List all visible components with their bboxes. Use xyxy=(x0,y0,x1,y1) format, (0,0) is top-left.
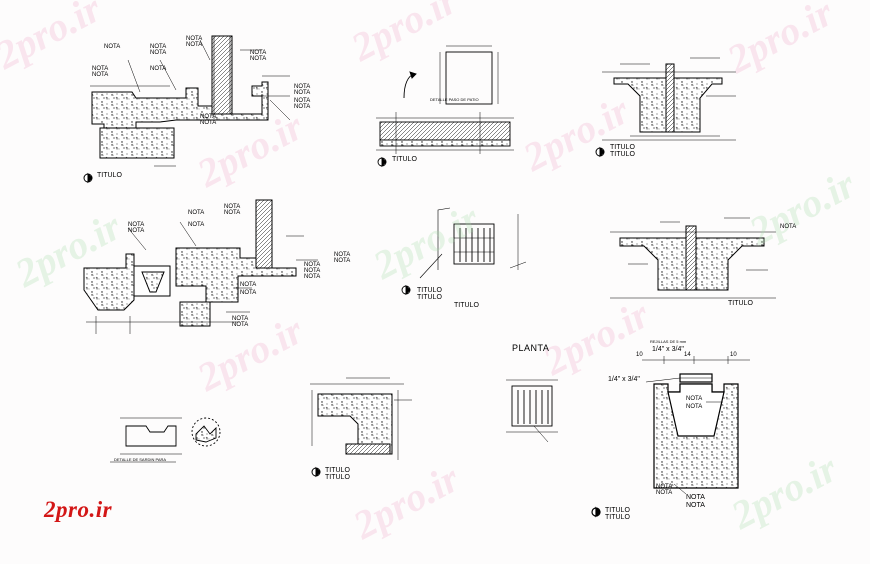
nota-label: NOTA xyxy=(150,66,167,72)
nota-label: NOTA xyxy=(150,50,167,56)
nota-label: NOTA xyxy=(686,396,703,402)
nota-label: NOTA xyxy=(240,282,257,288)
nota-label: NOTA xyxy=(188,222,205,228)
nota-label: NOTA xyxy=(686,502,705,509)
detail-2 xyxy=(376,45,514,168)
titulo-label: TITULO xyxy=(728,300,753,307)
titulo-label: TITULO xyxy=(610,144,635,151)
nota-label: NOTA xyxy=(334,252,351,258)
detail-6 xyxy=(610,217,776,299)
nota-label: NOTA xyxy=(304,268,321,274)
nota-label: NOTA xyxy=(294,84,311,90)
detail-caption: DETALLE DE SARDIN PARA xyxy=(114,457,167,462)
nota-label: NOTA xyxy=(780,224,797,230)
titulo-label: TITULO xyxy=(97,172,122,179)
detail-5 xyxy=(401,207,527,296)
dimension-label: 10 xyxy=(636,352,643,358)
titulo-label: TITULO xyxy=(417,294,442,301)
dimension-label: 10 xyxy=(730,352,737,358)
nota-label: NOTA xyxy=(240,290,257,296)
nota-label: NOTA xyxy=(304,274,321,280)
nota-label: NOTA xyxy=(186,42,203,48)
planta-title: PLANTA xyxy=(512,343,550,353)
nota-label: NOTA xyxy=(232,322,249,328)
nota-label: NOTA xyxy=(334,258,351,264)
nota-label: NOTA xyxy=(686,404,703,410)
nota-label: NOTA xyxy=(656,484,673,490)
titulo-label: TITULO xyxy=(605,507,630,514)
titulo-label: TITULO xyxy=(610,151,635,158)
titulo-label: TITULO xyxy=(325,474,350,481)
titulo-label: TITULO xyxy=(417,287,442,294)
nota-label: NOTA xyxy=(92,66,109,72)
nota-label: NOTA xyxy=(200,114,217,120)
detail-8 xyxy=(310,377,412,478)
titulo-label: TITULO xyxy=(325,467,350,474)
titulo-label: TITULO xyxy=(454,302,479,309)
nota-label: NOTA xyxy=(656,490,673,496)
nota-label: NOTA xyxy=(128,222,145,228)
nota-label: NOTA xyxy=(186,36,203,42)
nota-label: NOTA xyxy=(686,494,705,501)
nota-label: NOTA xyxy=(104,44,121,50)
detail-7 xyxy=(110,417,221,463)
nota-label: NOTA xyxy=(150,44,167,50)
dimension-label: 14 xyxy=(684,352,691,358)
nota-label: NOTA xyxy=(224,210,241,216)
detail-10 xyxy=(591,356,750,518)
rejilla-note: REJILLAS DE 5 mm xyxy=(650,339,687,344)
nota-label: NOTA xyxy=(128,228,145,234)
nota-label: NOTA xyxy=(250,50,267,56)
nota-label: NOTA xyxy=(250,56,267,62)
nota-label: NOTA xyxy=(232,316,249,322)
nota-label: NOTA xyxy=(200,120,217,126)
titulo-label: TITULO xyxy=(392,156,417,163)
dimension-label: 1/4" x 3/4" xyxy=(652,346,684,353)
titulo-label: TITULO xyxy=(605,514,630,521)
detail-1 xyxy=(83,35,291,184)
nota-label: NOTA xyxy=(304,262,321,268)
detail-9 xyxy=(506,379,558,443)
nota-label: NOTA xyxy=(224,204,241,210)
nota-label: NOTA xyxy=(294,98,311,104)
nota-label: NOTA xyxy=(294,90,311,96)
nota-label: NOTA xyxy=(294,104,311,110)
dimension-label: 1/4" x 3/4" xyxy=(608,376,640,383)
brand-logo[interactable]: 2pro.ir xyxy=(44,497,113,522)
nota-label: NOTA xyxy=(92,72,109,78)
detail-4 xyxy=(83,199,318,334)
detail-3 xyxy=(595,57,736,158)
detail-caption: DETALLE PASO DE PATIO xyxy=(430,97,479,102)
nota-label: NOTA xyxy=(188,210,205,216)
